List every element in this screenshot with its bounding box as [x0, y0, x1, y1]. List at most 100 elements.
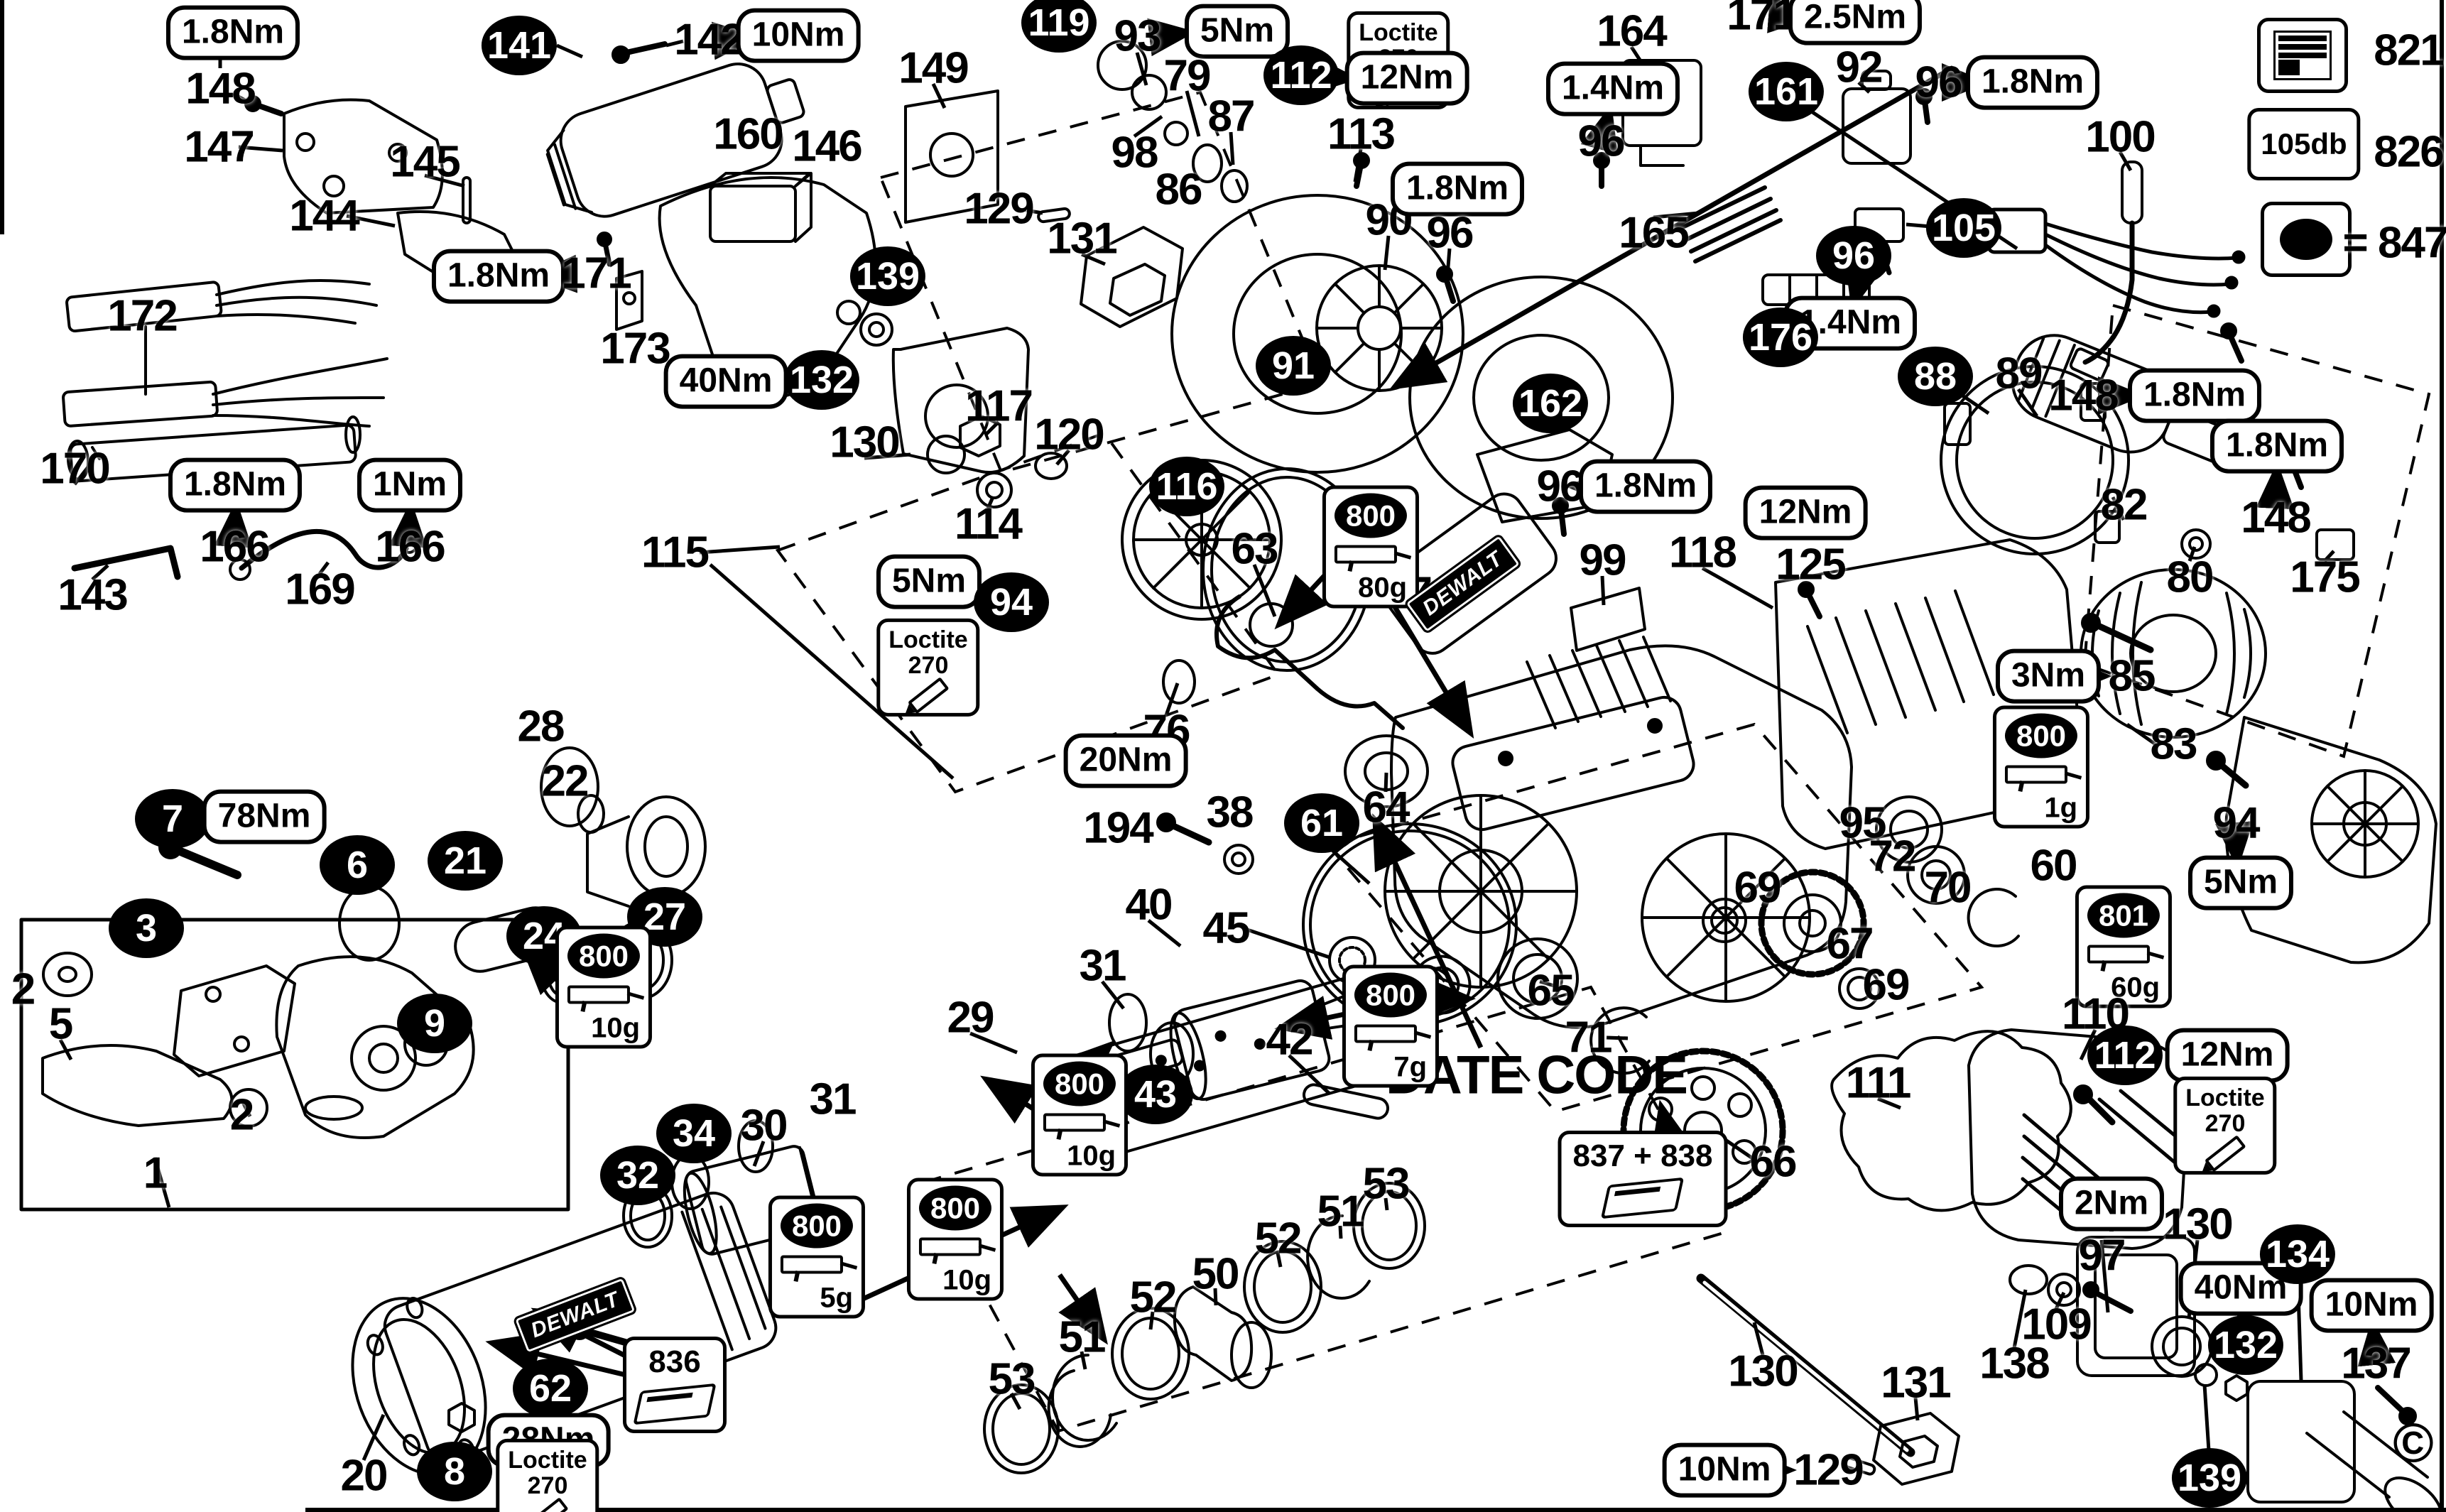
callout-131: 131: [1047, 214, 1117, 263]
part-numbers: 836: [648, 1344, 701, 1379]
callout-93: 93: [1114, 11, 1162, 61]
callout-5nm: 5Nm: [2187, 855, 2294, 910]
callout-112: 112: [1263, 45, 1339, 105]
callout-51: 51: [1317, 1187, 1365, 1236]
callout-111: 111: [1845, 1058, 1912, 1108]
callout-42: 42: [1266, 1015, 1314, 1065]
insulator-175: [2315, 528, 2355, 561]
callout-160: 160: [713, 109, 783, 159]
gear-train-illustration: [1496, 795, 2020, 1214]
callout-53: 53: [988, 1354, 1036, 1404]
callout-96: 96: [1577, 116, 1626, 166]
callout-31: 31: [809, 1075, 857, 1124]
callout-142: 142: [674, 15, 744, 65]
grease-amount: 80g: [1358, 572, 1408, 604]
callout-31: 31: [1079, 941, 1127, 991]
callout-137: 137: [2341, 1339, 2411, 1388]
callout-2-5nm: 2.5Nm: [1788, 0, 1923, 45]
callout-10nm: 10Nm: [1662, 1442, 1787, 1498]
callout-1-8nm: 1.8Nm: [2209, 418, 2344, 474]
callout-52: 52: [1254, 1214, 1303, 1263]
callout-116: 116: [1149, 457, 1224, 516]
callout-1-8nm: 1.8Nm: [2127, 368, 2262, 423]
callout-1nm: 1Nm: [357, 457, 463, 513]
callout-148: 148: [2241, 493, 2311, 543]
label-plate-74: [1379, 492, 1558, 655]
callout-61: 61: [1284, 793, 1359, 853]
callout-88: 88: [1898, 347, 1973, 406]
callout-3: 3: [109, 898, 184, 958]
callout-2: 2: [229, 1090, 255, 1140]
screw-194: [1156, 812, 1254, 875]
callout-139: 139: [849, 246, 926, 306]
callout-100: 100: [2085, 112, 2156, 162]
callout-78nm: 78Nm: [202, 789, 327, 844]
fan-illustration: [1315, 264, 1443, 392]
callout-176: 176: [1742, 308, 1819, 367]
grease-gun-icon: [2004, 765, 2067, 784]
pin-and-socket-top: [1037, 207, 1184, 328]
dot-symbol-icon: [2261, 202, 2352, 277]
callout-1-4nm: 1.4Nm: [1545, 61, 1680, 116]
callout-9: 9: [397, 994, 472, 1053]
grease-gun-icon: [780, 1255, 843, 1274]
nameplate-label-icon: [2257, 18, 2348, 93]
callout-82: 82: [2100, 480, 2148, 530]
callout-161: 161: [1748, 62, 1825, 121]
grease-amount: 7g: [1393, 1051, 1428, 1083]
callout-96: 96: [1426, 208, 1474, 258]
clutch-housing-illustration: [1170, 194, 1674, 523]
callout-69: 69: [1734, 863, 1782, 913]
callout-129: 129: [964, 184, 1034, 234]
callout-119: 119: [1021, 0, 1097, 53]
gear-housing-illustration: [1384, 636, 1853, 1029]
loctite-text: Loctite 270: [2185, 1084, 2265, 1137]
power-cord-illustration: [2069, 161, 2143, 381]
callout-40: 40: [1125, 880, 1173, 930]
callout-143: 143: [58, 570, 128, 620]
callout-32: 32: [600, 1146, 675, 1205]
callout-139: 139: [2171, 1448, 2248, 1508]
callout-28: 28: [517, 702, 565, 751]
shaft-and-bit: [1696, 1273, 1960, 1486]
callout-1-8nm: 1.8Nm: [1578, 459, 1713, 514]
callout-821: 821: [2374, 26, 2444, 75]
callout-118: 118: [1668, 528, 1737, 577]
grease-amount: 1g: [2044, 792, 2078, 824]
callout-10nm: 10Nm: [2309, 1278, 2434, 1333]
callout-91: 91: [1256, 336, 1331, 396]
grease-id: 800: [567, 933, 641, 979]
callout-800: 800 7g: [1342, 964, 1440, 1088]
callout-1-8nm: 1.8Nm: [1965, 55, 2100, 110]
callout-72: 72: [1869, 832, 1917, 881]
callout-29: 29: [947, 993, 995, 1043]
callout-79: 79: [1163, 51, 1212, 101]
callout-5nm: 5Nm: [1184, 4, 1290, 59]
callout-20nm: 20Nm: [1063, 733, 1188, 788]
callout-175: 175: [2290, 553, 2360, 602]
callout-98: 98: [1111, 128, 1159, 178]
callout-loctite-270: Loctite 270: [2173, 1076, 2277, 1175]
callout-165: 165: [1619, 208, 1689, 258]
callout-147: 147: [184, 122, 254, 172]
callout-105: 105: [1925, 198, 2002, 258]
callout-52: 52: [1129, 1273, 1178, 1322]
grease-gun-icon: [2087, 945, 2150, 964]
grease-id: 800: [1354, 972, 1428, 1018]
callout-162: 162: [1512, 374, 1589, 433]
grease-id: 800: [1043, 1061, 1116, 1106]
callout-837-838: 837 + 838: [1558, 1131, 1728, 1227]
callout-145: 145: [390, 137, 460, 187]
gear-plate-illustration: [891, 327, 1068, 508]
callout-99: 99: [1579, 535, 1627, 585]
hex-key-illustration: [71, 545, 181, 580]
callout-164: 164: [1597, 6, 1667, 56]
callout-166: 166: [200, 522, 270, 572]
callout-12nm: 12Nm: [1344, 50, 1469, 106]
spindle-housing-illustration: [2076, 1236, 2443, 1512]
small-hardware: [2009, 1264, 2134, 1314]
